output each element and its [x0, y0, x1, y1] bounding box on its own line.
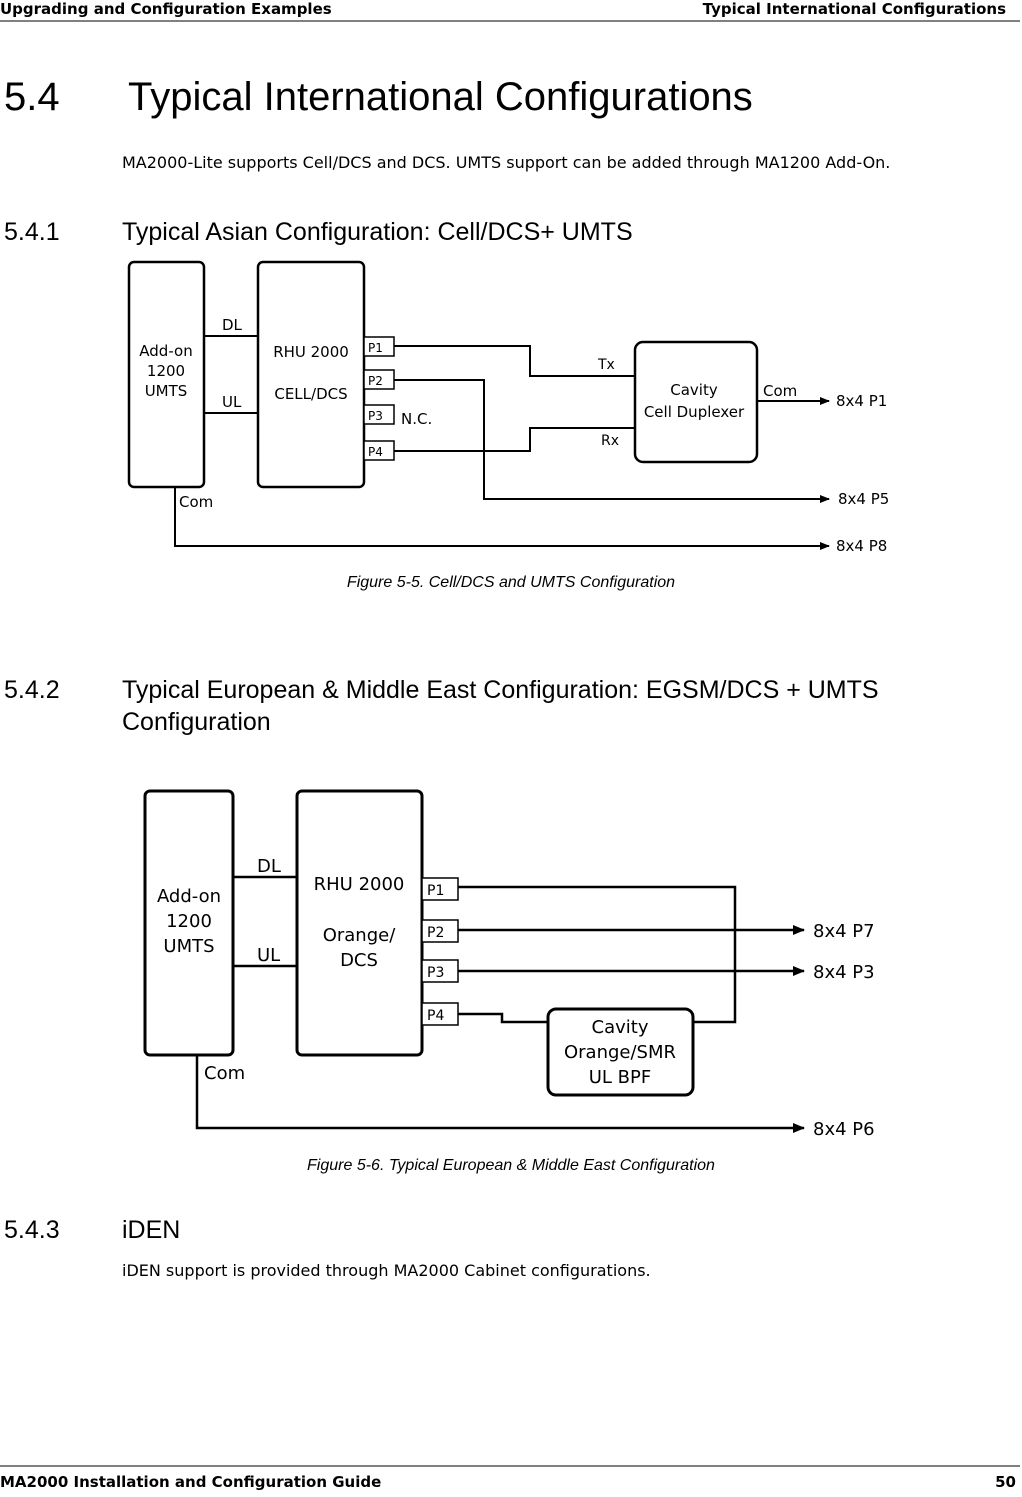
running-header-left: Upgrading and Configuration Examples — [0, 0, 332, 18]
subsection-3-number: 5.4.3 — [4, 1216, 60, 1244]
port-p1 — [421, 877, 459, 901]
output-p8-label: 8x4 P8 — [836, 537, 887, 555]
rx-label: Rx — [601, 433, 619, 449]
output-p6-label: 8x4 P6 — [813, 1119, 875, 1140]
p1-cavity-line — [458, 885, 737, 1024]
cavity-label-1: Cavity — [670, 381, 718, 399]
port-p3 — [363, 404, 395, 425]
section-title: Typical International Configurations — [128, 75, 753, 119]
header-rule — [0, 20, 1020, 22]
com-addon-arrow — [195, 1055, 805, 1133]
cavity-com-label: Com — [763, 382, 797, 400]
port-p4-label: P4 — [427, 1008, 444, 1024]
addon-box — [143, 789, 235, 1057]
rhu-label-3: DCS — [340, 950, 378, 971]
p2-out-arrow — [394, 379, 830, 503]
p4-cavity-line — [458, 1012, 548, 1024]
port-p3-label: P3 — [368, 409, 383, 423]
port-p4-label: P4 — [368, 445, 383, 459]
p1-tx-line — [394, 345, 635, 377]
cavity-label-1: Cavity — [592, 1017, 649, 1038]
subsection-1-title: Typical Asian Configuration: Cell/DCS+ U… — [122, 218, 633, 246]
figure-5-5-caption: Figure 5-5. Cell/DCS and UMTS Configurat… — [346, 574, 676, 591]
rhu-box — [295, 789, 424, 1057]
page-number: 50 — [995, 1473, 1016, 1491]
ul-label: UL — [257, 945, 280, 966]
dl-label: DL — [222, 316, 243, 334]
section-intro: MA2000-Lite supports Cell/DCS and DCS. U… — [122, 153, 891, 172]
rhu-label-2: CELL/DCS — [274, 385, 347, 403]
nc-label: N.C. — [401, 410, 432, 428]
subsection-3-text: iDEN support is provided through MA2000 … — [122, 1261, 651, 1280]
figure-5-6-caption: Figure 5-6. Typical European & Middle Ea… — [307, 1157, 715, 1174]
p4-rx-line — [394, 427, 635, 452]
subsection-2-title-line2: Configuration — [122, 708, 271, 736]
rhu-label-1: RHU 2000 — [273, 343, 349, 361]
subsection-2-title-line1: Typical European & Middle East Configura… — [122, 676, 879, 704]
footer-title: MA2000 Installation and Configuration Gu… — [0, 1473, 382, 1491]
footer-rule — [0, 1465, 1020, 1467]
port-p1-label: P1 — [427, 883, 444, 899]
tx-label: Tx — [597, 357, 615, 373]
port-p1-label: P1 — [368, 341, 383, 355]
port-p3-label: P3 — [427, 965, 444, 981]
dl-label: DL — [257, 856, 281, 877]
cavity-duplexer-box — [633, 340, 759, 464]
cavity-bpf-box — [546, 1007, 695, 1097]
output-p5-label: 8x4 P5 — [838, 490, 889, 508]
output-p1-label: 8x4 P1 — [836, 392, 887, 410]
rhu-label-2: Orange/ — [323, 925, 397, 946]
output-p7-label: 8x4 P7 — [813, 921, 875, 942]
rhu-label-1: RHU 2000 — [314, 874, 405, 895]
port-p2-label: P2 — [427, 925, 444, 941]
addon-label-2: 1200 — [166, 911, 212, 932]
addon-label-1: Add-on — [157, 886, 221, 907]
subsection-3-title: iDEN — [122, 1216, 181, 1244]
diagram-cell-dcs-umts: Add-on 1200 UMTS RHU 2000 CELL/DCS DL UL… — [127, 260, 889, 555]
output-p3-label: 8x4 P3 — [813, 962, 875, 983]
cavity-label-2: Orange/SMR — [564, 1042, 676, 1063]
addon-label-1: Add-on — [139, 342, 192, 360]
addon-label-3: UMTS — [145, 382, 188, 400]
addon-box — [127, 260, 206, 489]
addon-label-2: 1200 — [147, 362, 185, 380]
cavity-label-2: Cell Duplexer — [644, 403, 745, 421]
section-number: 5.4 — [4, 75, 60, 119]
cavity-label-3: UL BPF — [589, 1067, 651, 1088]
addon-label-3: UMTS — [163, 936, 214, 957]
com-addon-arrow — [174, 487, 830, 550]
port-p2-label: P2 — [368, 374, 383, 388]
running-header-right: Typical International Configurations — [702, 0, 1006, 18]
addon-com-label: Com — [204, 1063, 245, 1084]
rhu-box — [256, 260, 366, 489]
subsection-2-number: 5.4.2 — [4, 676, 60, 704]
diagram-egsm-dcs-umts: Add-on 1200 UMTS RHU 2000 Orange/ DCS DL… — [143, 789, 875, 1140]
ul-label: UL — [222, 393, 242, 411]
subsection-1-number: 5.4.1 — [4, 218, 60, 246]
addon-com-label: Com — [179, 493, 213, 511]
